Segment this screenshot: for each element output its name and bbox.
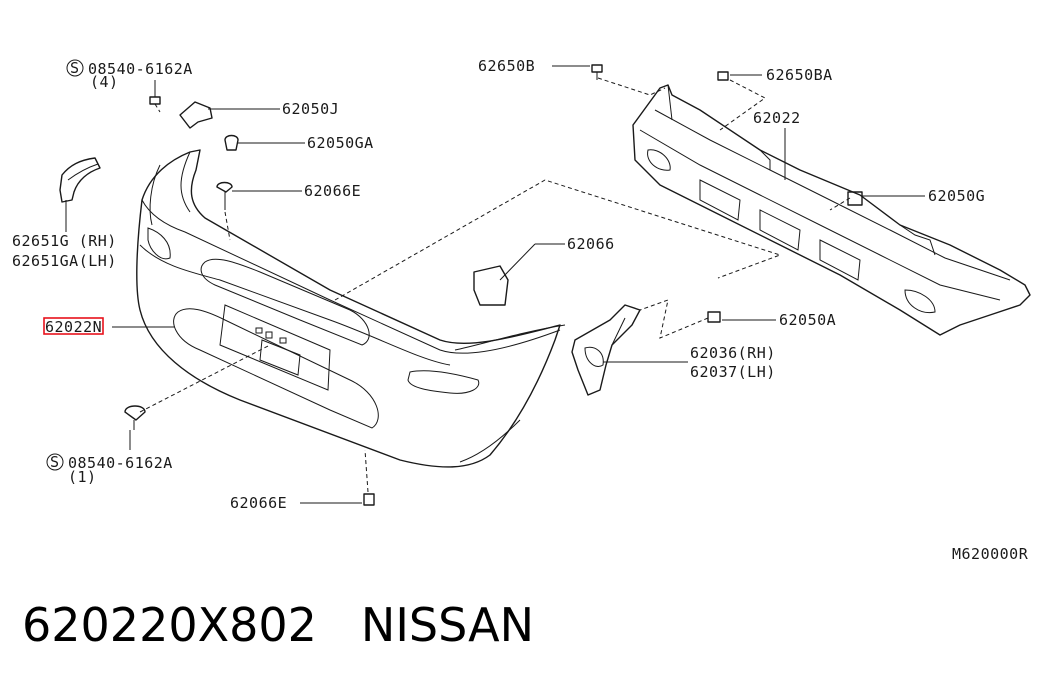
label-62037[interactable]: 62037(LH)	[690, 363, 776, 381]
label-62022n[interactable]: 62022N	[45, 318, 102, 336]
label-62022[interactable]: 62022	[753, 109, 801, 127]
fasteners	[124, 64, 863, 506]
label-62050a[interactable]: 62050A	[779, 311, 836, 329]
label-screw-top-qty: (4)	[90, 73, 119, 91]
bumper-fascia	[136, 149, 566, 468]
label-screw-top: 08540-6162A	[88, 60, 193, 78]
label-62066[interactable]: 62066	[567, 235, 615, 253]
label-62650b[interactable]: 62650B	[478, 57, 535, 75]
assembly-lines	[139, 77, 851, 493]
svg-text:S: S	[50, 453, 60, 471]
label-62651ga[interactable]: 62651GA(LH)	[12, 252, 117, 270]
s-symbol-top: S	[66, 59, 84, 77]
label-62066e-top[interactable]: 62066E	[304, 182, 361, 200]
label-screw-bottom: 08540-6162A	[68, 454, 173, 472]
label-screw-bottom-qty: (1)	[68, 468, 97, 486]
label-62050g[interactable]: 62050G	[928, 187, 985, 205]
bumper-reinforcement	[632, 84, 1031, 336]
footer-brand: NISSAN	[360, 598, 535, 652]
label-62066e-bottom[interactable]: 62066E	[230, 494, 287, 512]
figure-code: M620000R	[952, 545, 1029, 563]
s-symbol-bottom: S	[46, 453, 64, 471]
label-62650ba[interactable]: 62650BA	[766, 66, 833, 84]
label-62036[interactable]: 62036(RH)	[690, 344, 776, 362]
label-62651g[interactable]: 62651G (RH)	[12, 232, 117, 250]
label-62050j[interactable]: 62050J	[282, 100, 339, 118]
side-retainer-62651g	[59, 157, 101, 203]
highlight-box-62022n	[43, 317, 104, 335]
footer-part-number: 620220X802	[22, 598, 317, 652]
side-bracket-62036	[571, 304, 641, 396]
label-62050ga[interactable]: 62050GA	[307, 134, 374, 152]
footer-caption: 620220X802 NISSAN	[22, 598, 578, 652]
svg-text:S: S	[70, 59, 80, 77]
leader-lines	[65, 65, 925, 504]
